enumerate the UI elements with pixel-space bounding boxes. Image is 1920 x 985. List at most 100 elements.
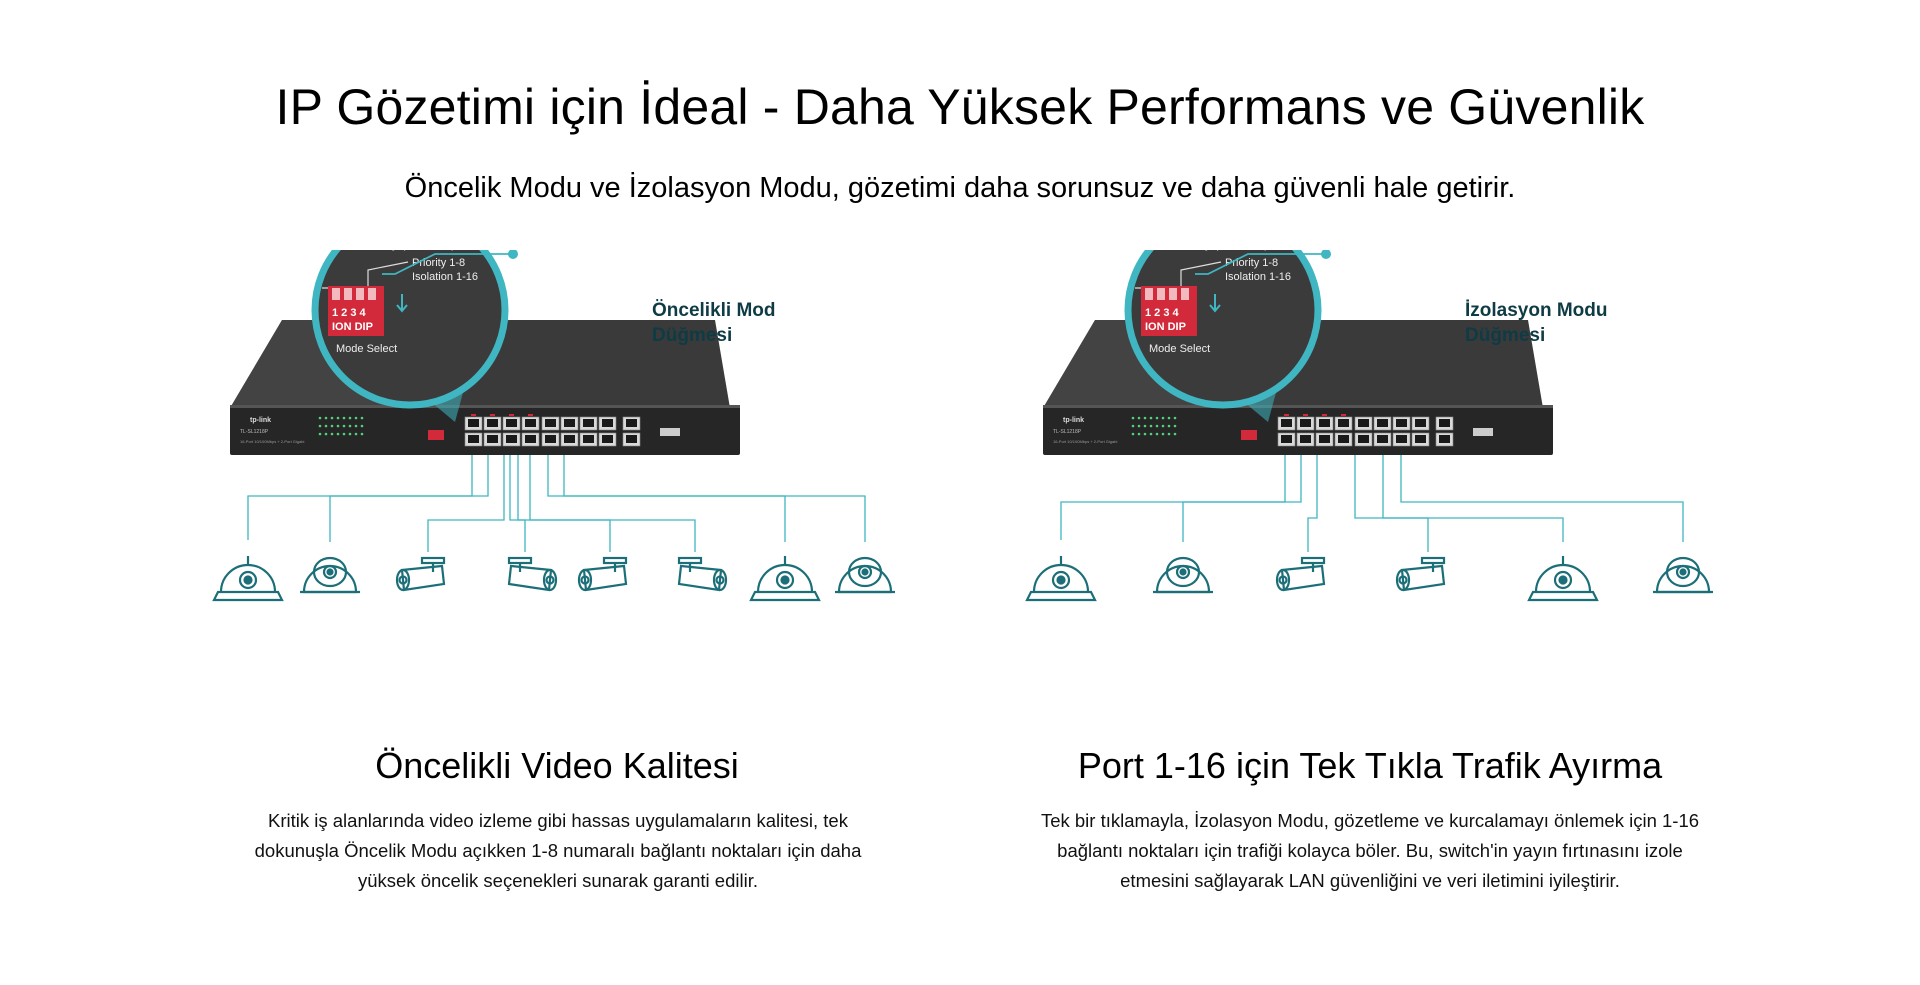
dome-camera-icon [300,556,360,594]
ethernet-cable [1400,455,1684,542]
led-indicator [1149,432,1153,436]
bullet-camera-icon [1275,556,1326,592]
isolation-feature-title: Port 1-16 için Tek Tıkla Trafik Ayırma [1077,745,1663,786]
dip-switch-toggle [368,288,376,300]
dome-camera-icon [1153,556,1213,594]
led-indicator [1161,432,1165,436]
page-title: IP Gözetimi için İdeal - Daha Yüksek Per… [275,79,1645,135]
bullet-camera-icon [395,556,446,592]
down-arrow-icon [1209,294,1221,313]
led-indicator [354,416,358,420]
switch-description-label: 16-Port 10/100Mbps + 2-Port Gigabi [240,439,304,444]
led-indicator [342,416,346,420]
priority-callout: Öncelikli Mod Düğmesi [652,298,776,348]
ethernet-port-socket [1319,435,1330,443]
led-indicator [336,424,340,428]
ethernet-port-socket [1396,435,1407,443]
isolation-label: Isolation 1-16 [412,271,478,283]
dome-camera-icon [1025,556,1097,602]
ethernet-port-socket [1319,419,1330,427]
led-indicator [1137,416,1141,420]
switch-front-edge [230,405,740,408]
ethernet-cable [1382,455,1564,542]
led-indicator [318,416,322,420]
ethernet-port-socket [1338,419,1349,427]
led-indicator [342,424,346,428]
led-indicator [354,424,358,428]
led-indicator [360,424,364,428]
switch-brand-logo: tp-link [250,417,271,424]
led-indicator [354,432,358,436]
dome-camera-icon [1653,556,1713,594]
ethernet-port-socket [602,435,613,443]
led-indicator [1155,424,1159,428]
ethernet-port-socket [1338,435,1349,443]
priority-feature-description: Kritik iş alanlarında video izleme gibi … [254,810,862,891]
switch-description-label: 16-Port 10/100Mbps + 2-Port Gigabi [1053,439,1117,444]
ethernet-cable [563,455,866,542]
dip-switch-label: ION DIP [332,321,373,333]
led-indicator [330,416,334,420]
ethernet-port-socket [564,419,575,427]
bullet-camera-icon [1395,556,1446,592]
ethernet-port-socket [1415,419,1426,427]
callout-line-1: İzolasyon Modu [1465,300,1608,321]
isolation-callout: İzolasyon Modu Düğmesi [1465,298,1608,348]
sfp-port [660,428,680,436]
led-indicator [1143,416,1147,420]
ethernet-port-socket [545,435,556,443]
led-indicator [1143,432,1147,436]
bullet-camera-icon [677,556,728,592]
ethernet-port-socket [545,419,556,427]
led-indicator [330,424,334,428]
ethernet-cable [247,455,473,540]
priority-port-marker [1322,414,1327,416]
bullet-camera-icon [577,556,628,592]
led-indicator [360,416,364,420]
switch-model-label: TL-SL1218P [240,429,269,435]
led-indicator [336,416,340,420]
led-indicator [1155,432,1159,436]
led-indicator [348,416,352,420]
dip-switch-toggle [344,288,352,300]
led-indicator [318,432,322,436]
callout-line-1: Öncelikli Mod [652,300,776,321]
led-indicator [1161,416,1165,420]
isolation-label: Isolation 1-16 [1225,271,1291,283]
ethernet-port-socket [1396,419,1407,427]
legend-line [367,261,409,288]
ethernet-port-socket [487,419,498,427]
ethernet-port-socket [468,435,479,443]
ethernet-port-socket [525,435,536,443]
priority-label: Priority 1-8 [412,257,465,269]
switch-front-edge [1043,405,1553,408]
led-indicator [336,432,340,436]
ethernet-port-socket [1281,435,1292,443]
ethernet-port-socket [506,419,517,427]
ethernet-cable [1060,455,1286,540]
priority-label: Priority 1-8 [1225,257,1278,269]
led-indicator [360,432,364,436]
sfp-port [1473,428,1493,436]
ethernet-port-socket [626,419,637,427]
priority-port-marker [528,414,533,416]
dip-switch-numbers: 1 2 3 4 [1145,307,1180,319]
led-indicator [1131,424,1135,428]
ethernet-port-socket [1415,435,1426,443]
ethernet-port-socket [468,419,479,427]
ethernet-port-socket [1358,435,1369,443]
ethernet-port-socket [1377,435,1388,443]
led-indicator [1167,432,1171,436]
dip-switch-toggle [356,288,364,300]
led-indicator [330,432,334,436]
led-indicator [324,432,328,436]
ethernet-cable [427,455,505,552]
dip-switch-toggle [1181,288,1189,300]
ethernet-port-socket [1300,419,1311,427]
led-indicator [1167,424,1171,428]
